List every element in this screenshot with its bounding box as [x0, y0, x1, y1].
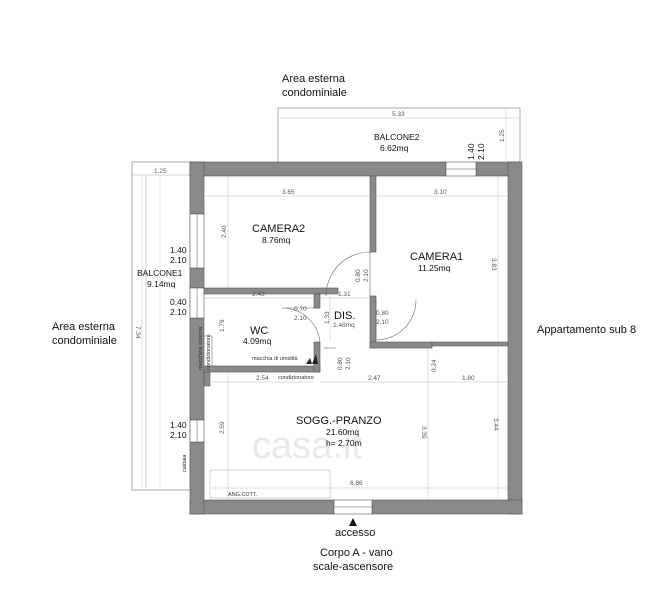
opening-bot-b: 2.10 — [345, 357, 352, 370]
dim-133: 1.33 — [324, 311, 331, 324]
appartamento-label: Appartamento sub 8 — [537, 324, 636, 336]
corpo-label-2: scale-ascensore — [313, 561, 393, 573]
wc-label: WC — [250, 325, 268, 337]
opening-wc-b: 2.10 — [294, 315, 307, 322]
balcone2-label: BALCONE2 — [374, 132, 420, 142]
opening-dis-a: 0.80 — [376, 310, 389, 317]
area-top-label-1: Area esterna — [282, 73, 346, 85]
dim-734: 7.34 — [134, 326, 141, 339]
accesso-label: accesso — [335, 527, 375, 539]
opening-dis-b: 2.10 — [376, 319, 389, 326]
dis-label: DIS. — [334, 310, 355, 322]
opening-l3-b: 2.10 — [170, 430, 187, 440]
area-top-label-2: condominiale — [282, 87, 347, 99]
dim-310: 3.10 — [434, 189, 447, 196]
opening-top-b: 2.10 — [476, 143, 486, 160]
area-left-label-2: condominiale — [52, 335, 117, 347]
accesso-arrow-icon — [349, 518, 357, 526]
dis-area-label: 1.48mq — [333, 322, 355, 329]
dim-365: 3.65 — [282, 189, 295, 196]
soggiorno-area-label: 21.60mq — [326, 427, 359, 437]
dim-024: 0.24 — [431, 359, 438, 372]
dim-533: 5.33 — [392, 111, 405, 118]
dim-344: 3.44 — [492, 418, 499, 431]
dim-125-right: 1.25 — [499, 129, 506, 142]
dim-254: 2.54 — [256, 375, 269, 382]
macchia-mark — [306, 354, 318, 364]
area-left-label-1: Area esterna — [52, 321, 116, 333]
camera1-area-label: 11.25mq — [418, 263, 451, 273]
camera1-label: CAMERA1 — [410, 251, 463, 263]
camera2-area-label: 8.76mq — [262, 235, 291, 245]
balcone1-area-label: 9.14mq — [147, 279, 176, 289]
dimension-lines — [141, 110, 518, 500]
opening-l1-a: 1.40 — [170, 245, 187, 255]
note-macchina: macchina esterna — [198, 326, 204, 370]
opening-cam1-a: 0.80 — [355, 269, 362, 282]
wc-area-label: 4.09mq — [243, 336, 272, 346]
kitchen-counter — [209, 469, 331, 499]
dim-243: 2.43 — [252, 291, 265, 298]
note-condizionatore: condizionatore — [278, 375, 314, 381]
note-macchia: macchia di umidità — [252, 356, 298, 362]
dim-125-top: 1.25 — [154, 168, 167, 175]
dim-686: 6.86 — [350, 480, 363, 487]
opening-l3-a: 1.40 — [170, 420, 187, 430]
camera2-label: CAMERA2 — [252, 223, 305, 235]
opening-l2-a: 0.40 — [170, 297, 187, 307]
note-caldaia: caldaia — [182, 454, 188, 472]
balcone2-area-label: 6.62mq — [380, 143, 409, 153]
opening-wc-a: 0.70 — [294, 306, 307, 313]
inner-walls — [203, 175, 509, 387]
note-condiz-vert: condizionatore — [206, 334, 212, 370]
note-ang-cott: ANG.COTT. — [228, 492, 258, 498]
dim-259: 2.59 — [219, 421, 226, 434]
corpo-label-1: Corpo A - vano — [320, 547, 393, 559]
soggiorno-label: SOGG.-PRANZO — [296, 415, 382, 427]
dim-247: 2.47 — [368, 375, 381, 382]
outer-walls — [189, 161, 523, 515]
opening-l1-b: 2.10 — [170, 255, 187, 265]
dim-131: 1.31 — [338, 291, 351, 298]
windows — [189, 161, 477, 515]
door-swings — [281, 251, 417, 349]
dim-383: 3.83 — [490, 258, 497, 271]
dim-179: 1.79 — [219, 319, 226, 332]
condizionatore-unit — [203, 335, 213, 367]
opening-bot-a: 0.80 — [337, 357, 344, 370]
watermark: casa.it — [252, 425, 362, 467]
dim-240: 2.40 — [221, 225, 228, 238]
opening-top-a: 1.40 — [466, 143, 476, 160]
opening-cam1-b: 2.10 — [363, 269, 370, 282]
dim-180: 1.80 — [462, 375, 475, 382]
soggiorno-height-label: h= 2.70m — [326, 438, 362, 448]
balcone1-label: BALCONE1 — [137, 268, 183, 278]
opening-l2-b: 2.10 — [170, 307, 187, 317]
dim-339: 3.39 — [420, 426, 427, 439]
